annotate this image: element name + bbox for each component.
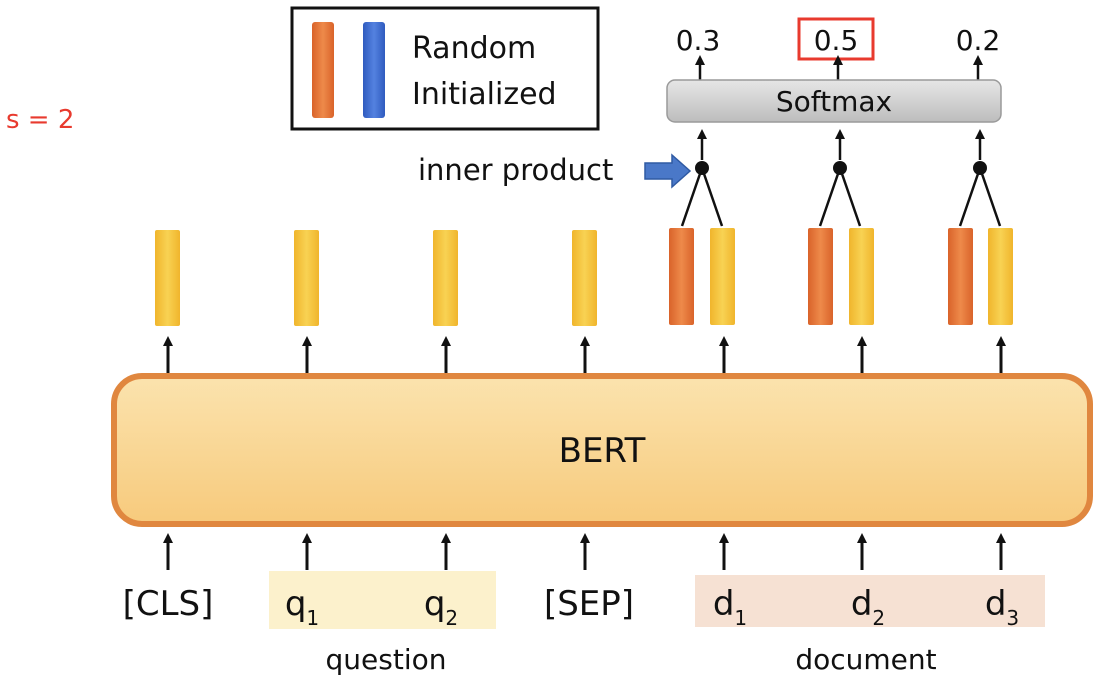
- yellow-vector: [988, 228, 1013, 325]
- bert-input-arrows: [163, 533, 1006, 570]
- token-d2: d2: [851, 584, 885, 630]
- branch-line: [818, 167, 842, 227]
- output-value-2: 0.5: [814, 24, 859, 57]
- branch-line: [680, 167, 704, 227]
- yellow-vector: [849, 228, 874, 325]
- softmax-box: [666, 79, 1002, 123]
- question-group-label: question: [326, 643, 447, 676]
- yellow-vector: [294, 230, 319, 326]
- token-sep: [SEP]: [544, 584, 634, 624]
- token-q2: q2: [424, 584, 458, 630]
- token-q1: q1: [285, 584, 319, 630]
- bert-output-arrows: [163, 336, 1006, 376]
- token-d3: d3: [985, 584, 1019, 630]
- output-vectors: [155, 228, 1013, 326]
- legend-line2: Initialized: [412, 77, 557, 112]
- legend: Random Initialized: [290, 6, 600, 131]
- yellow-vector: [572, 230, 597, 326]
- inner-product-label: inner product: [418, 153, 613, 187]
- bert-block: [111, 373, 1093, 527]
- question-group-bg: [269, 571, 496, 629]
- orange-vector: [948, 228, 973, 325]
- output-value-3: 0.2: [956, 24, 1001, 57]
- orange-vector: [669, 228, 694, 325]
- input-tokens: [CLS] q1 q2 [SEP] d1 d2 d3: [123, 584, 1020, 630]
- bert-label: BERT: [559, 431, 646, 471]
- inner-product-nodes: [680, 161, 1002, 227]
- token-cls: [CLS]: [123, 584, 214, 624]
- legend-blue-vector: [363, 22, 385, 118]
- legend-orange-vector: [312, 22, 334, 118]
- dot-to-softmax-arrows: [697, 129, 985, 160]
- output-probabilities: 0.3 0.5 0.2: [676, 17, 1001, 61]
- token-d1: d1: [713, 584, 747, 630]
- annotation-s: s = 2: [6, 105, 74, 135]
- softmax-label: Softmax: [776, 85, 892, 118]
- branch-line: [700, 167, 724, 227]
- orange-vector: [808, 228, 833, 325]
- output-arrows: [695, 55, 983, 80]
- yellow-vector: [710, 228, 735, 325]
- inner-product-pointer-icon: [644, 153, 692, 189]
- branch-line: [838, 167, 862, 227]
- yellow-vector: [433, 230, 458, 326]
- branch-line: [978, 167, 1002, 227]
- document-group-bg: [695, 575, 1045, 627]
- output-value-1: 0.3: [676, 24, 721, 57]
- legend-line1: Random: [412, 31, 536, 66]
- document-group-label: document: [795, 643, 936, 676]
- legend-box: [290, 6, 600, 131]
- branch-line: [958, 167, 982, 227]
- yellow-vector: [155, 230, 180, 326]
